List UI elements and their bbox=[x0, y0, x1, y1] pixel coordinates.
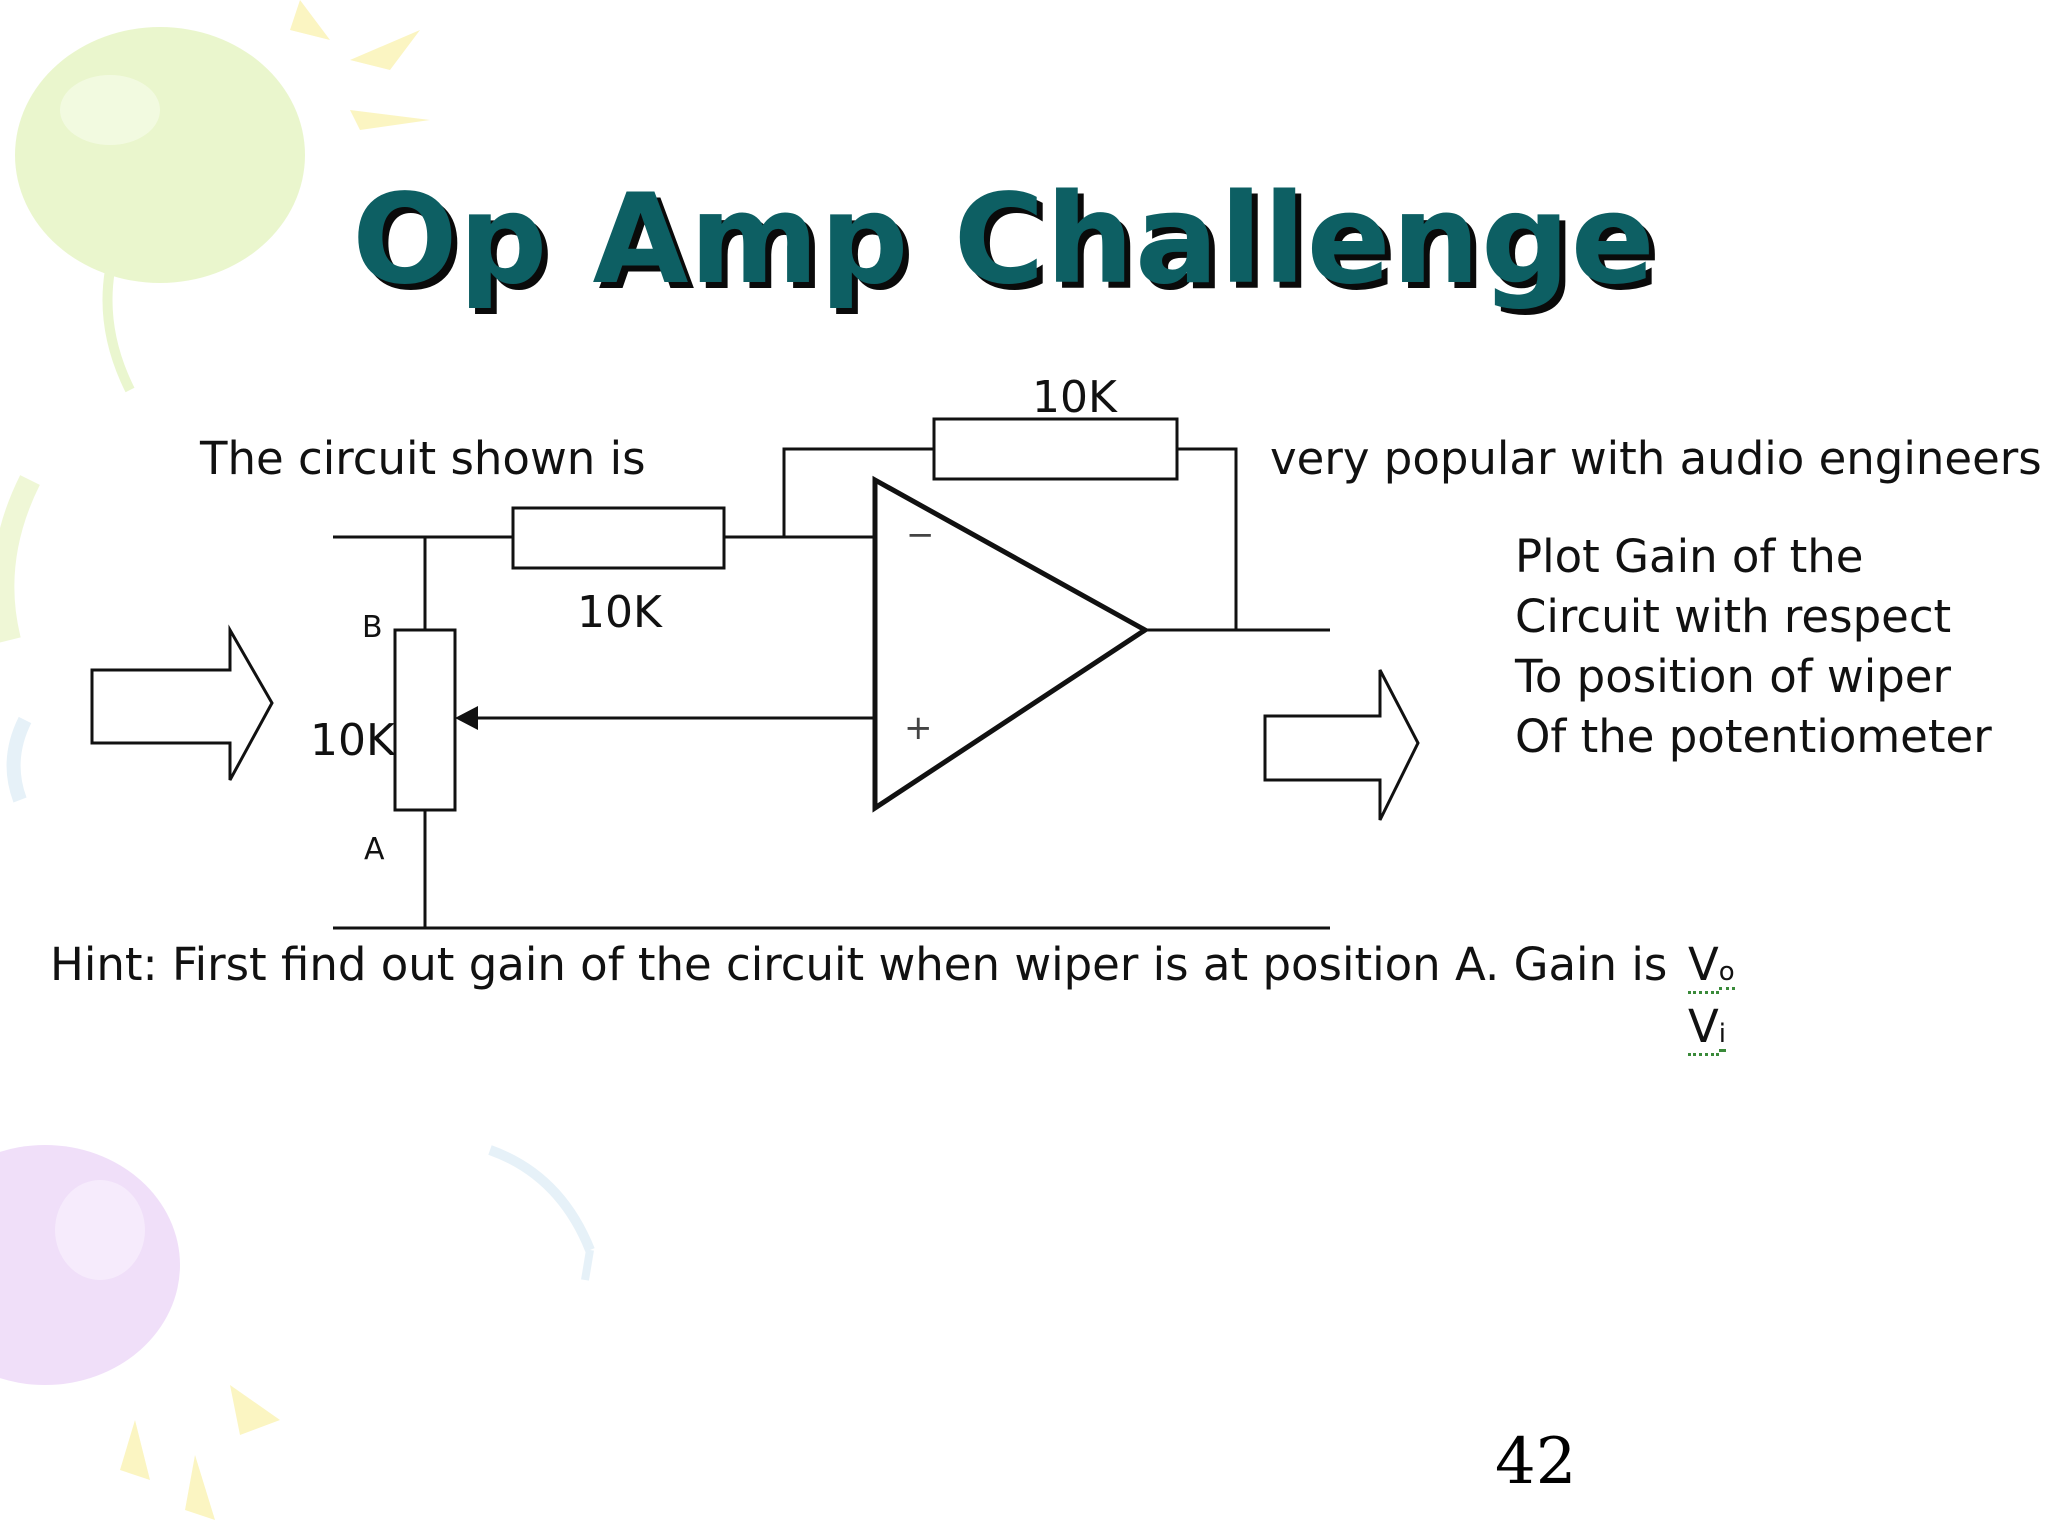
plot-text-line-2: Circuit with respect bbox=[1515, 590, 1952, 643]
input-arrow bbox=[90, 624, 274, 781]
purple-balloon-highlight bbox=[55, 1180, 145, 1280]
plot-text-line-1: Plot Gain of the bbox=[1515, 530, 1864, 583]
node-a-label: A bbox=[364, 832, 385, 867]
feedback-wire-right bbox=[1177, 447, 1238, 630]
potentiometer-label: 10K bbox=[310, 715, 395, 766]
wiper-arrowhead bbox=[455, 706, 478, 730]
yellow-ray bbox=[120, 1420, 150, 1480]
plot-text-line-4: Of the potentiometer bbox=[1515, 710, 1992, 763]
yellow-ray bbox=[185, 1455, 215, 1520]
yellow-ray bbox=[350, 110, 430, 130]
intro-right-text: very popular with audio engineers bbox=[1270, 432, 2042, 485]
gain-numerator-v: V bbox=[1688, 938, 1719, 994]
green-balloon-string bbox=[102, 269, 135, 393]
yellow-ray bbox=[230, 1385, 280, 1435]
left-edge-curve-blue bbox=[6, 716, 32, 803]
yellow-ray bbox=[290, 0, 330, 40]
gain-denominator: Vi bbox=[1688, 1000, 1727, 1056]
feedback-resistor bbox=[932, 417, 1179, 481]
blue-arc bbox=[581, 1249, 594, 1281]
feedback-wire-left bbox=[782, 447, 934, 537]
node-b-label: B bbox=[362, 610, 383, 645]
slide-title: Op Amp Challenge bbox=[352, 168, 1656, 312]
plot-text-line-3: To position of wiper bbox=[1515, 650, 1951, 703]
page-number: 42 bbox=[1495, 1425, 1577, 1499]
input-resistor-label: 10K bbox=[577, 587, 662, 638]
gain-denominator-sub: i bbox=[1718, 1019, 1727, 1052]
potentiometer bbox=[393, 628, 457, 812]
input-resistor bbox=[511, 506, 726, 570]
green-balloon-highlight bbox=[60, 75, 160, 145]
inverting-input-symbol: − bbox=[906, 515, 935, 555]
hint-text: Hint: First find out gain of the circuit… bbox=[50, 938, 1668, 991]
gain-numerator: Vo bbox=[1688, 938, 1735, 994]
intro-left-text: The circuit shown is bbox=[200, 432, 646, 485]
left-edge-curve bbox=[0, 475, 40, 643]
output-arrow bbox=[1263, 669, 1420, 821]
gain-numerator-sub: o bbox=[1718, 957, 1735, 990]
op-amp-triangle bbox=[872, 475, 1150, 813]
feedback-resistor-label: 10K bbox=[1032, 372, 1117, 423]
gain-denominator-v: V bbox=[1688, 1000, 1719, 1056]
blue-arc bbox=[488, 1145, 595, 1252]
yellow-ray bbox=[350, 30, 420, 70]
noninverting-input-symbol: + bbox=[904, 708, 933, 748]
